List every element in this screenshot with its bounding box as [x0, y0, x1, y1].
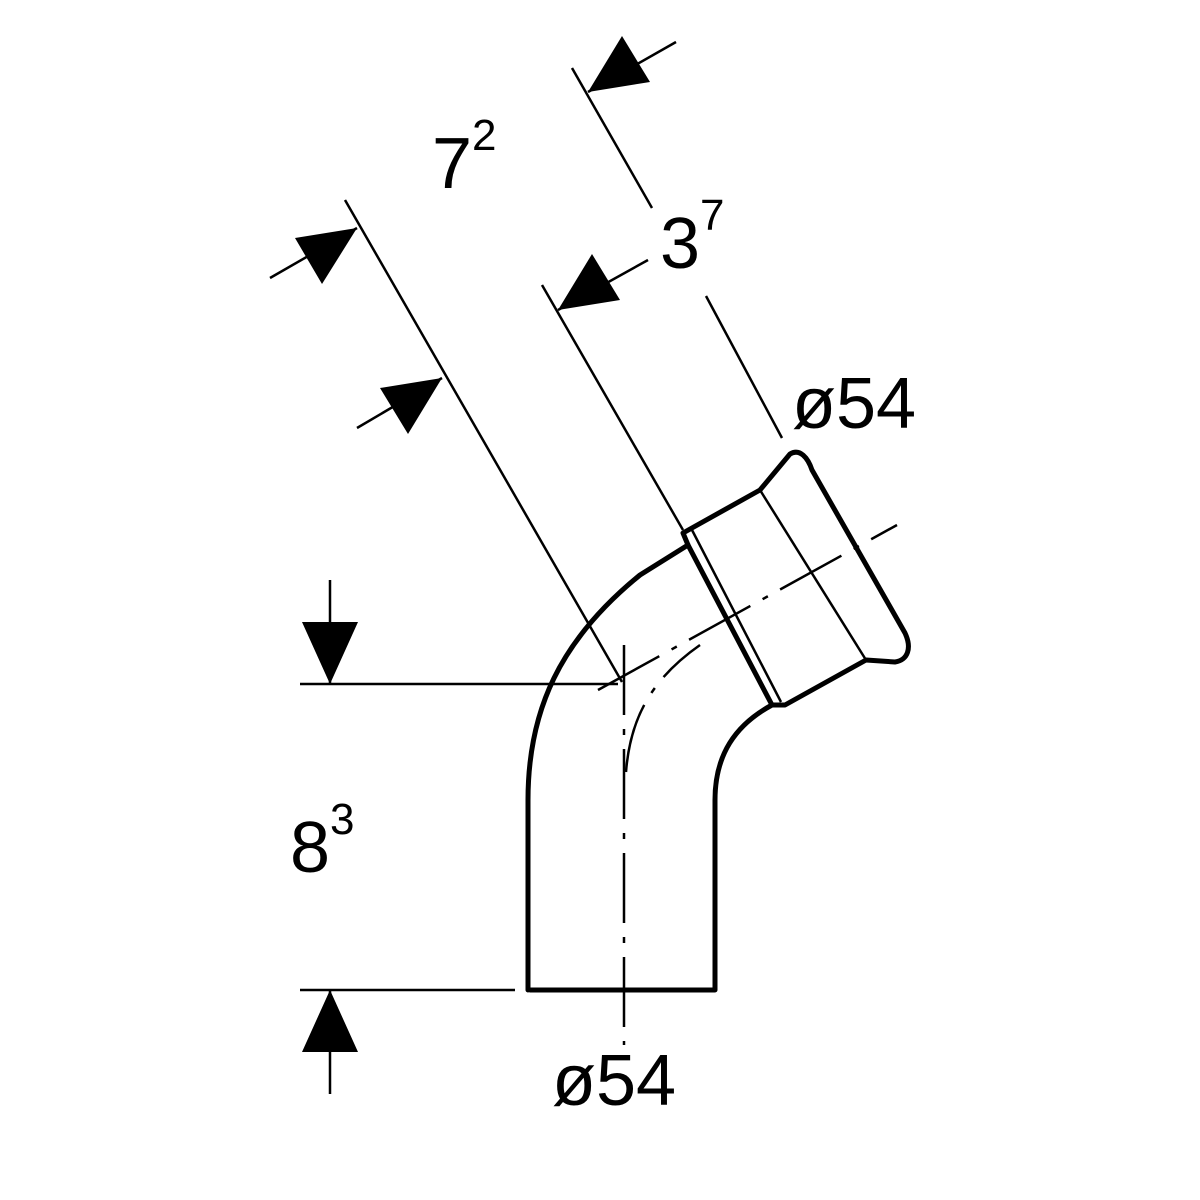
centerlines [597, 523, 898, 1045]
dimension-label-outlet-diameter: ø54 [792, 364, 916, 444]
socket-inner-line-3 [758, 489, 868, 661]
extension-line [540, 284, 685, 531]
dimension-arrowhead [558, 254, 620, 310]
dimension-leg-vertical: 83 [290, 580, 618, 1094]
dimension-arrowhead [295, 228, 357, 284]
dimension-arrowhead [302, 622, 358, 684]
pipe-vertical-leg [525, 542, 775, 993]
extension-line [704, 295, 784, 439]
dimension-label-socket-depth: 37 [660, 191, 725, 284]
extension-line [570, 67, 654, 209]
dimension-arrowhead [380, 378, 442, 434]
dimension-label-leg-angled: 72 [432, 111, 497, 204]
dimension-label-inlet-diameter: ø54 [552, 1041, 676, 1121]
socket-inner-line-2 [690, 529, 783, 703]
dimension-socket-depth: 37 [557, 36, 784, 439]
dimension-leg-angled: 72 [269, 111, 685, 683]
angled-centerline [597, 523, 898, 692]
inner-bend-curve [624, 643, 701, 773]
extension-line [343, 199, 624, 683]
dimension-label-leg-vertical: 83 [290, 795, 355, 888]
dimension-arrowhead [588, 36, 650, 92]
pipe-socket-collar [680, 449, 911, 708]
pipe-bend-body [525, 449, 911, 993]
dimension-arrowhead [302, 990, 358, 1052]
